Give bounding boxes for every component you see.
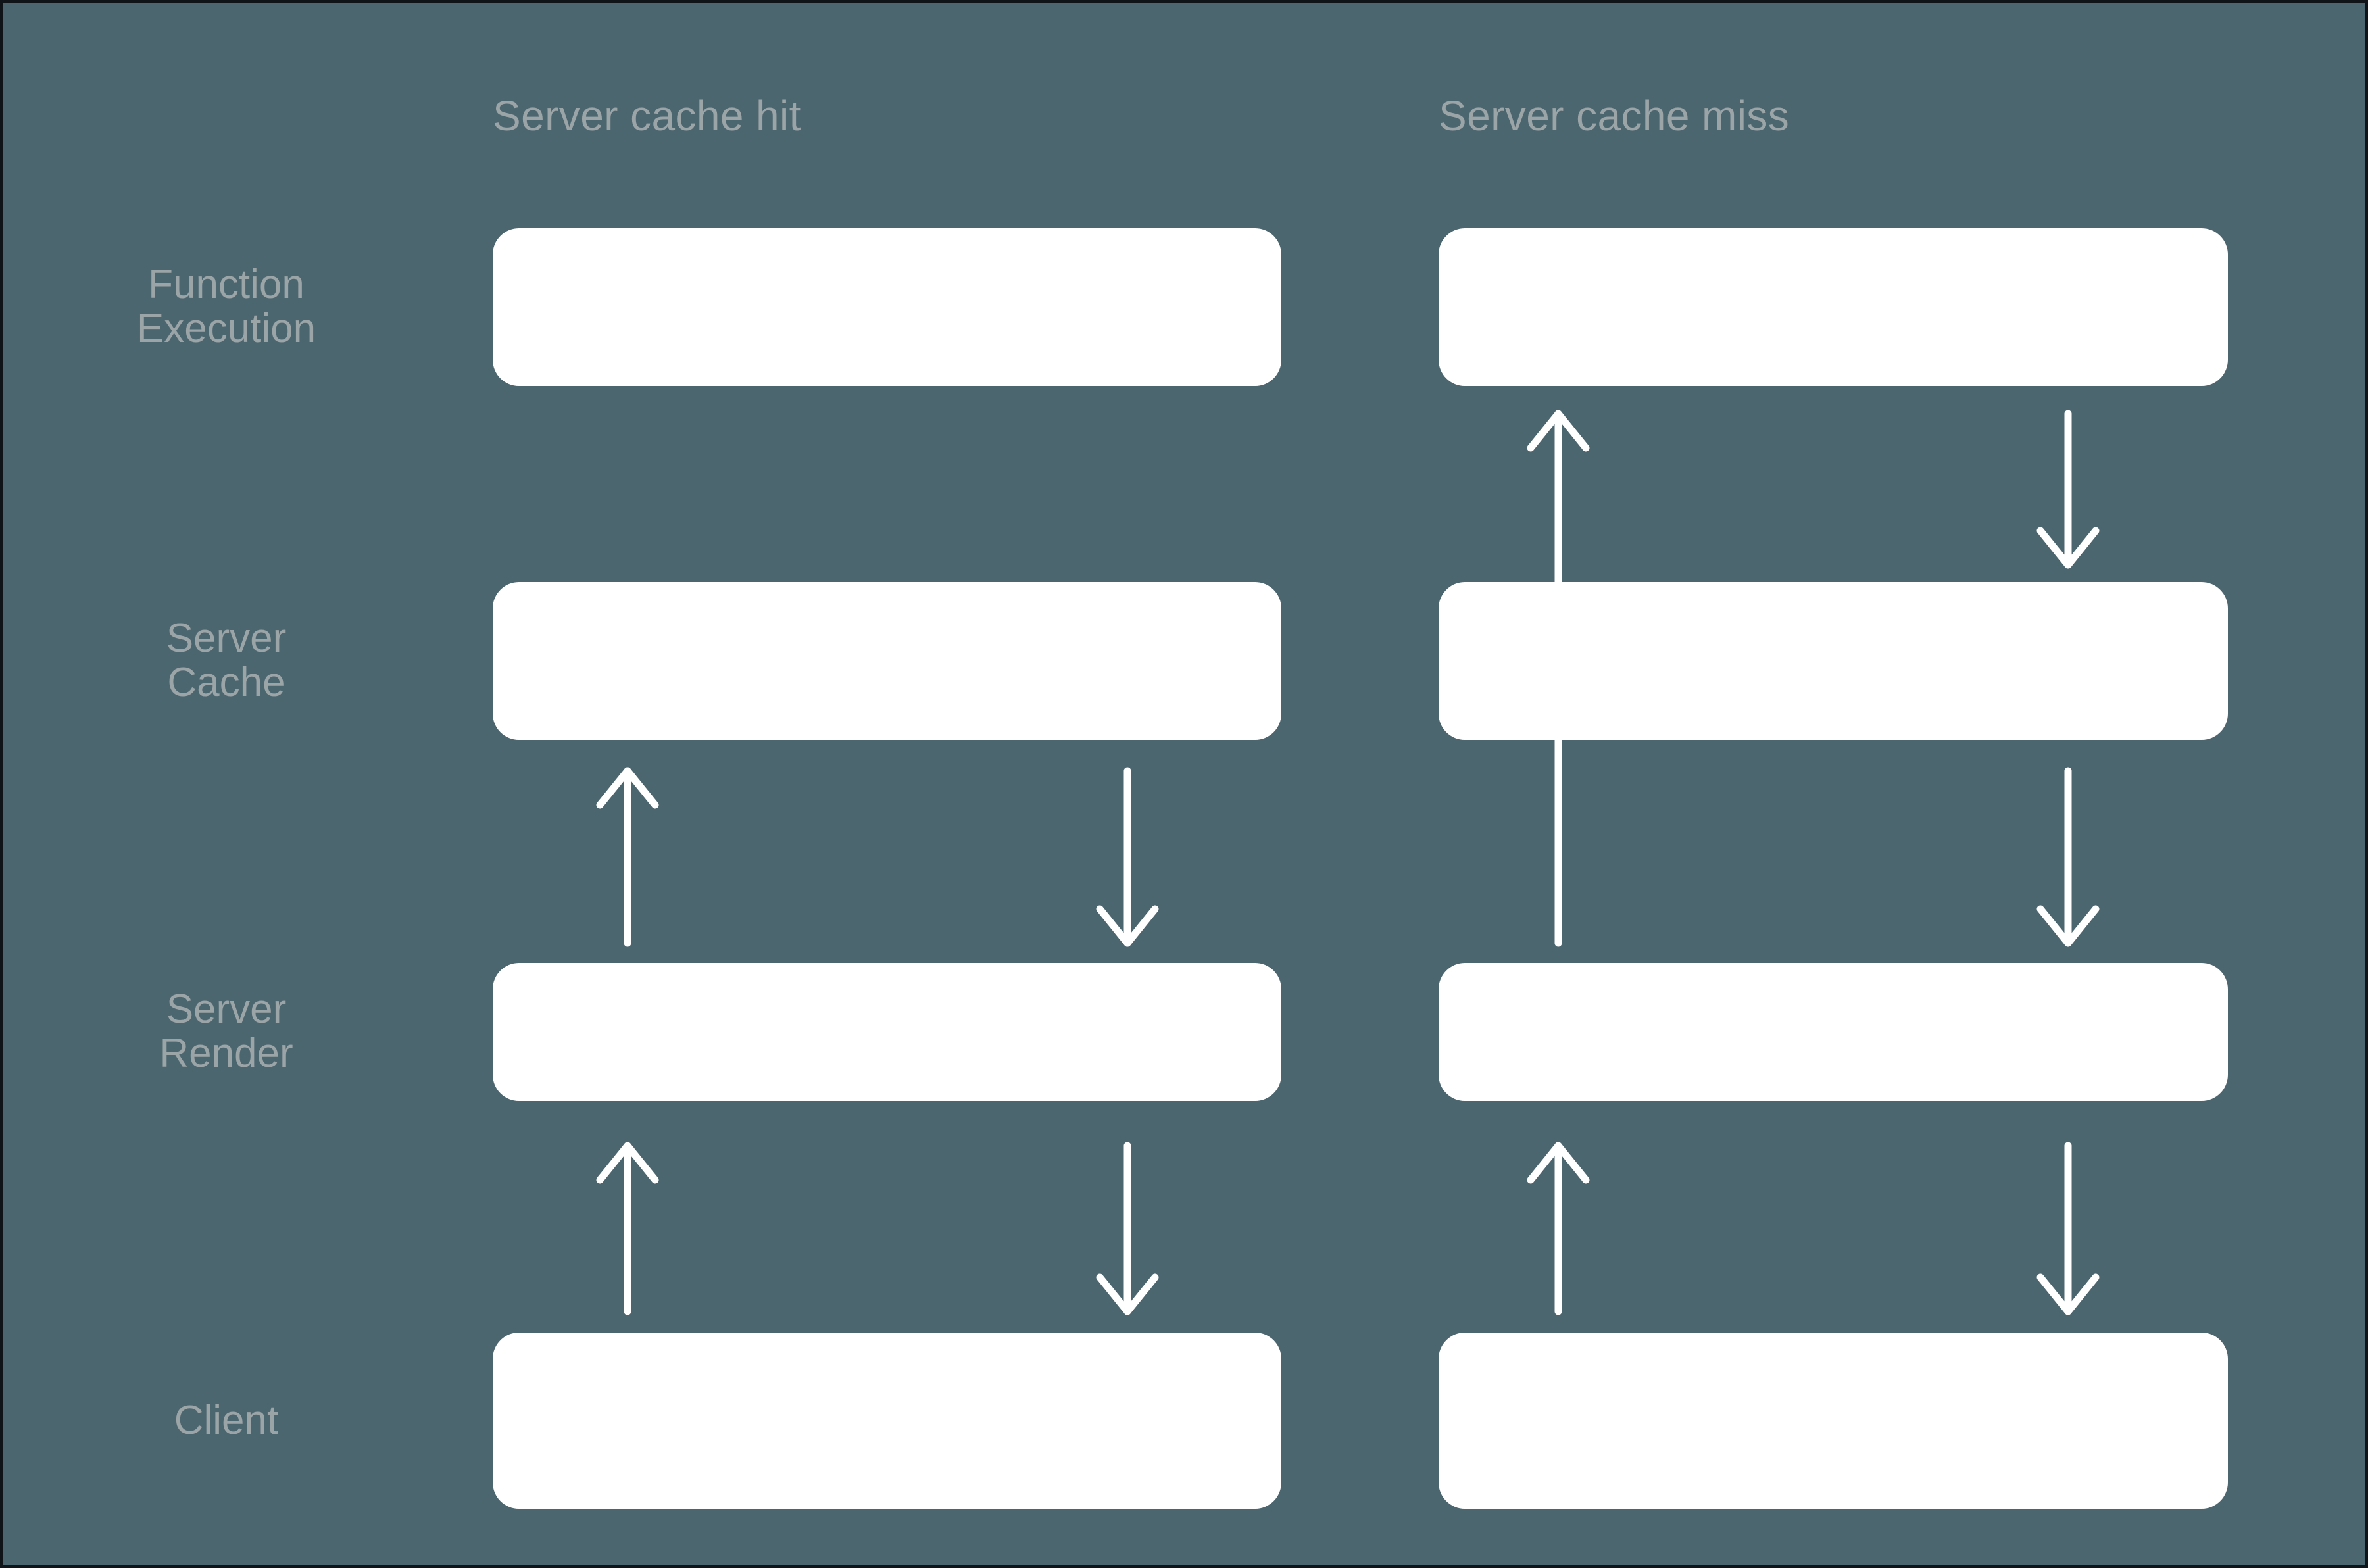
arrow-hit-client-to-render [596,1142,659,1315]
column-header-cache-hit: Server cache hit [493,92,801,139]
arrow-head-down [1096,905,1159,947]
arrow-miss-function-to-cache [2036,410,2100,569]
box-cache-hit-server-render[interactable] [493,963,1281,1101]
box-cache-miss-client[interactable] [1439,1333,2228,1509]
arrow-miss-client-to-render [1527,1142,1590,1315]
row-label-client: Client [174,1397,279,1443]
arrow-head-up [1527,410,1590,452]
arrow-hit-cache-to-render [1096,767,1159,947]
arrow-miss-render-to-client [2036,1142,2100,1315]
arrow-hit-render-to-cache [596,767,659,947]
arrow-head-down [2036,1273,2100,1315]
box-cache-hit-function-execution[interactable] [493,228,1281,386]
arrow-head-up [596,767,659,809]
row-label-function-execution: Function Execution [136,262,316,351]
row-label-server-cache: Server Cache [166,616,287,705]
box-cache-hit-server-cache[interactable] [493,582,1281,740]
box-cache-hit-client[interactable] [493,1333,1281,1509]
arrow-head-down [1096,1273,1159,1315]
arrow-head-down [2036,527,2100,569]
arrow-head-up [596,1142,659,1184]
box-cache-miss-function-execution[interactable] [1439,228,2228,386]
arrow-hit-render-to-client [1096,1142,1159,1315]
arrow-head-down [2036,905,2100,947]
box-cache-miss-server-render[interactable] [1439,963,2228,1101]
row-label-server-render: Server Render [159,987,293,1076]
arrow-miss-cache-to-render [2036,767,2100,947]
box-cache-miss-server-cache[interactable] [1439,582,2228,740]
arrow-head-up [1527,1142,1590,1184]
column-header-cache-miss: Server cache miss [1439,92,1790,139]
